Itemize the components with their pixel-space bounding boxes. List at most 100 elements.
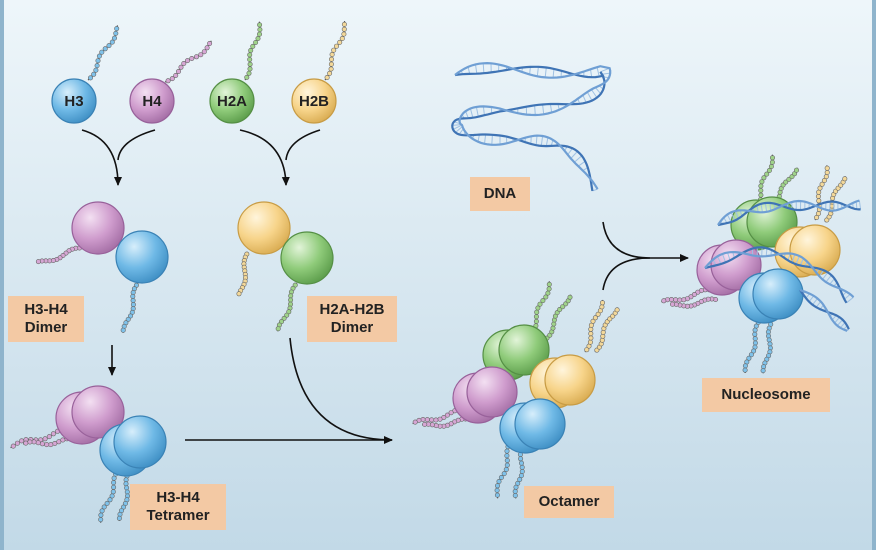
h3-tail-bead	[97, 54, 101, 58]
octamer-tail-blue-b-bead	[520, 465, 524, 469]
h2a-tail-bead	[248, 67, 252, 71]
octamer-tail-pink-a-bead	[438, 417, 442, 421]
nucleosome-tail-pink-a-bead	[662, 299, 666, 303]
nucleosome-tail-yellow-a-bead	[825, 166, 829, 170]
tetramer-tail-pink-a-bead	[51, 432, 55, 436]
h2b-tail-bead	[334, 44, 338, 48]
nucleosome-tail-yellow-a-bead	[816, 194, 820, 198]
h2a-tail-bead	[256, 36, 260, 40]
h2a-tail-bead	[253, 40, 257, 44]
nucleosome-tail-green-a-bead	[759, 193, 763, 197]
tetramer-tail-pink-b-bead	[49, 442, 53, 446]
h4-tail-bead	[202, 50, 206, 54]
nucleosome-tail-blue-a-bead	[753, 328, 757, 332]
h3-tail-bead	[95, 63, 99, 67]
h2a-tail-bead	[248, 53, 252, 57]
free-dna-helix-rung	[492, 135, 493, 145]
h3-tail-bead	[110, 40, 114, 44]
octamer-tail-yellow-a-bead	[589, 327, 593, 331]
h2a-tail-bead	[248, 62, 252, 66]
octamer-tail-green-a-bead	[547, 287, 551, 291]
h2ah2b-dimer-tail-green-bead	[288, 298, 292, 302]
octamer-tail-blue-a-bead	[505, 454, 509, 458]
octamer-tail-yellow-a-bead	[589, 331, 593, 335]
h2a-tail-bead	[248, 57, 252, 61]
dna-label: DNA	[470, 177, 530, 211]
h3-tail-bead	[103, 47, 107, 51]
nucleosome-tail-pink-a-bead	[673, 298, 677, 302]
h3h4-dimer-pink-sphere	[72, 202, 124, 254]
tetramer-tail-pink-b-bead	[40, 442, 44, 446]
nucleosome-tail-green-a-bead	[770, 156, 774, 160]
octamer-tail-blue-a-bead	[495, 488, 499, 492]
octamer-tail-yellow-a-bead	[600, 301, 604, 305]
octamer-tail-yellow-b-bead	[615, 308, 619, 312]
nucleosome-tail-blue-a-bead	[753, 341, 757, 345]
h3-tail-bead	[107, 43, 111, 47]
h2b-tail-bead	[329, 57, 333, 61]
h4-label: H4	[142, 93, 162, 110]
h2b-tail-bead	[338, 40, 342, 44]
octamer-tail-blue-a-bead	[505, 463, 509, 467]
h3-tail-bead	[112, 36, 116, 40]
nucleosome-tail-blue-b-bead	[766, 334, 770, 338]
h3-tail-bead	[115, 26, 119, 30]
nucleosome-tail-yellow-a-bead	[817, 199, 821, 203]
octamer-tail-green-a-bead	[547, 282, 551, 286]
h2a-h2b-dimer-line1: H2A-H2B	[315, 301, 389, 319]
octamer-tail-green-a-bead	[534, 319, 538, 323]
h2b-tail-bead	[327, 71, 331, 75]
nucleosome-tail-green-a-bead	[767, 168, 771, 172]
nucleosome-tail-yellow-a-bead	[816, 211, 820, 215]
h4-tail-bead	[207, 41, 211, 45]
h3h4-dimer-tail-pink-bead	[36, 259, 40, 263]
h2a-tail-bead	[249, 48, 253, 52]
h3-tail-bead	[100, 50, 104, 54]
octamer-tail-yellow-a-bead	[588, 340, 592, 344]
h2ah2b-dimer-tail-yellow-bead	[237, 292, 241, 296]
octamer-tail-yellow-a-bead	[589, 336, 593, 340]
h3h4-dimer-tail-blue-bead	[121, 328, 125, 332]
tetramer-tail-pink-b-bead	[32, 440, 36, 444]
h4-tail-bead	[190, 56, 194, 60]
nucleosome-tail-yellow-a-bead	[824, 174, 828, 178]
h3-h4-dimer-line2: Dimer	[16, 319, 76, 337]
tetramer-tail-pink-a-bead	[15, 441, 19, 445]
tetramer-tail-blue-b-bead	[117, 516, 121, 520]
tetramer-tail-blue-a-bead	[112, 476, 116, 480]
nucleosome-tail-blue-a-bead	[753, 336, 757, 340]
h3h4-dimer-tail-blue-bead	[131, 298, 135, 302]
h2b-label: H2B	[299, 93, 329, 110]
octamer-tail-green-b-bead	[552, 322, 556, 326]
octamer-tail-blue-a-bead	[505, 458, 509, 462]
h3-h4-tetramer-label: H3-H4 Tetramer	[130, 484, 226, 530]
nucleosome-tail-green-a-bead	[769, 164, 773, 168]
nucleosome-tail-green-a-bead	[762, 176, 766, 180]
tetramer-tail-pink-a-bead	[19, 439, 23, 443]
h4-tail-bead	[185, 58, 189, 62]
tetramer-tail-pink-a-bead	[11, 444, 15, 448]
tetramer-tail-blue-a-bead	[111, 480, 115, 484]
nucleosome-blue-front	[753, 269, 803, 319]
h2b-tail-bead	[342, 22, 346, 26]
octamer-label: Octamer	[524, 486, 614, 518]
h2a-tail-bead	[245, 75, 249, 79]
tetramer-tail-pink-b-bead	[28, 440, 32, 444]
h2b-tail-bead	[342, 32, 346, 36]
octamer-tail-blue-b-bead	[520, 469, 524, 473]
tetramer-blue-front	[114, 416, 166, 468]
nucleosome-tail-blue-b-bead	[767, 338, 771, 342]
tetramer-tail-blue-a-bead	[111, 485, 115, 489]
nucleosome-tail-pink-b-bead	[670, 302, 674, 306]
h2b-tail-bead	[329, 62, 333, 66]
octamer-tail-blue-a-bead	[497, 479, 501, 483]
tetramer-tail-blue-b-bead	[124, 482, 128, 486]
h3-h4-dimer-line1: H3-H4	[16, 301, 76, 319]
nucleosome-tail-green-a-bead	[770, 160, 774, 164]
right-border	[872, 0, 876, 550]
h2a-h2b-dimer-label: H2A-H2B Dimer	[307, 296, 397, 342]
h2a-tail-bead	[258, 27, 262, 31]
h3-tail-bead	[114, 31, 118, 35]
octamer-tail-blue-a-bead	[504, 467, 508, 471]
